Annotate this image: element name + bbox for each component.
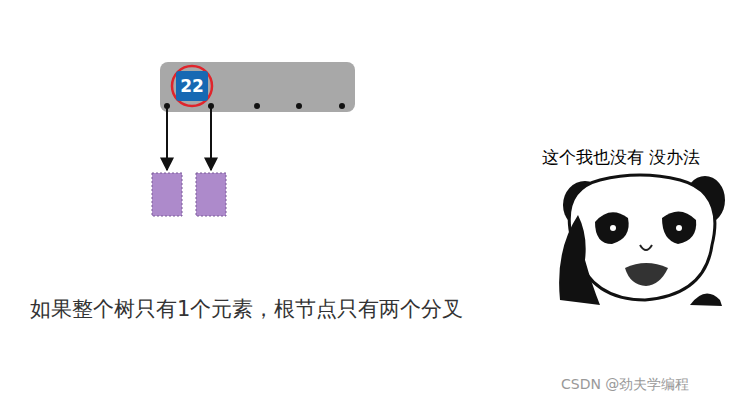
value-box: 22 — [176, 71, 208, 101]
child-arrow — [210, 108, 212, 170]
child-arrow — [166, 108, 168, 170]
node-bar — [160, 62, 355, 112]
watermark: CSDN @劲夫学编程 — [561, 376, 689, 394]
node-value: 22 — [180, 76, 204, 96]
meme-text: 这个我也没有 没办法 — [542, 146, 700, 169]
child-box — [152, 173, 182, 216]
panda-meme — [559, 175, 725, 306]
child-box — [196, 173, 226, 216]
caption-text: 如果整个树只有1个元素，根节点只有两个分叉 — [30, 295, 463, 323]
highlight-circle — [172, 66, 212, 106]
